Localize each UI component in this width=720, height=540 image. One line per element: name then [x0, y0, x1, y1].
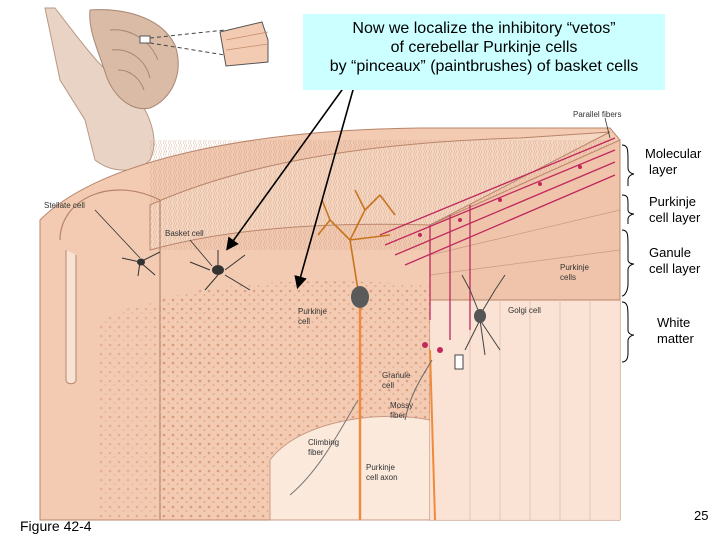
label-parallel-fibers: Parallel fibers	[573, 110, 621, 119]
label-purkinje-axon-2: cell axon	[366, 473, 398, 482]
label-purkinje-cell-2: cell	[298, 317, 310, 326]
callout-line-3: by “pinceaux” (paintbrushes) of basket c…	[303, 57, 665, 76]
purkinje-line-2: cell layer	[649, 210, 700, 226]
molecular-line-2: layer	[645, 162, 701, 178]
molecular-line-1: Molecular	[645, 146, 701, 162]
callout-box: Now we localize the inhibitory “vetos” o…	[303, 14, 665, 90]
white-line-1: White	[657, 315, 694, 331]
label-granule-cell-1: Granule	[382, 371, 411, 380]
callout-line-2: of cerebellar Purkinje cells	[303, 38, 665, 57]
label-mossy-fiber-1: Mossy	[390, 401, 413, 410]
label-golgi-cell: Golgi cell	[508, 306, 541, 315]
label-purkinje-layer: Purkinje cell layer	[649, 194, 700, 226]
layer-brackets	[622, 145, 634, 362]
white-line-2: matter	[657, 331, 694, 347]
label-white-matter: White matter	[657, 315, 694, 347]
label-molecular-layer: Molecular layer	[645, 146, 701, 178]
tissue-block	[40, 128, 620, 520]
label-purkinje-cells-1: Purkinje	[560, 263, 589, 272]
label-purkinje-cell-1: Purkinje	[298, 307, 327, 316]
label-granule-cell-2: cell	[382, 381, 394, 390]
page-number: 25	[694, 508, 708, 523]
label-climbing-fiber-1: Climbing	[308, 438, 339, 447]
label-purkinje-axon-1: Purkinje	[366, 463, 395, 472]
label-stellate-cell: Stellate cell	[44, 201, 85, 210]
granule-line-2: cell layer	[649, 261, 700, 277]
label-mossy-fiber-2: fiber	[390, 411, 406, 420]
callout-line-1: Now we localize the inhibitory “vetos”	[303, 19, 665, 38]
purkinje-line-1: Purkinje	[649, 194, 700, 210]
granule-line-1: Ganule	[649, 245, 700, 261]
label-climbing-fiber-2: fiber	[308, 448, 324, 457]
label-granule-layer: Ganule cell layer	[649, 245, 700, 277]
label-purkinje-cells-2: cells	[560, 273, 576, 282]
label-basket-cell: Basket cell	[165, 229, 204, 238]
purkinje-soma	[351, 286, 369, 308]
figure-label: Figure 42-4	[20, 518, 92, 534]
